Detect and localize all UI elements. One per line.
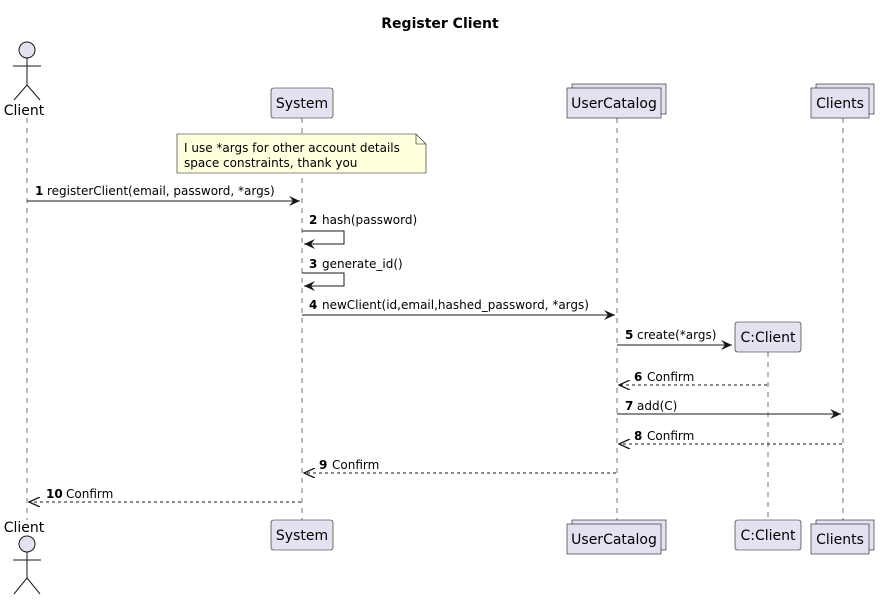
message-label: hash(password) [322,213,417,227]
participant-system-bottom-label: System [276,528,328,544]
message-5: 5 create(*args) [617,328,732,350]
participant-system-bottom: System [270,519,334,551]
message-label: Confirm [647,429,694,443]
participant-cclient-bottom: C:Client [734,519,802,551]
collection-clients-bottom: Clients [810,519,875,555]
participant-system-top-label: System [276,96,328,112]
message-number: 6 [634,370,642,384]
message-number: 1 [35,184,43,198]
collection-usercatalog-top: UserCatalog [566,83,667,119]
note-line-1: I use *args for other account details [184,141,400,155]
note-line-2: space constraints, thank you [184,156,357,170]
message-label: Confirm [66,487,113,501]
message-9: 9 Confirm [304,458,616,473]
message-2: 2 hash(password) [302,213,417,249]
message-8: 8 Confirm [619,429,842,444]
message-number: 7 [625,399,633,413]
participant-cclient-created: C:Client [734,321,802,353]
message-number: 5 [625,328,633,342]
message-label: Confirm [647,370,694,384]
message-3: 3 generate_id() [302,257,403,291]
message-number: 4 [309,298,317,312]
message-label: create(*args) [637,328,716,342]
participant-cclient-created-label: C:Client [740,330,796,346]
message-label: registerClient(email, password, *args) [47,184,275,198]
collection-clients-top: Clients [810,83,875,119]
message-label: Confirm [332,458,379,472]
note: I use *args for other account details sp… [176,133,427,174]
collection-clients-bottom-label: Clients [816,532,864,548]
actor-client-bottom: Client [4,520,45,595]
actor-icon [13,41,41,101]
message-10: 10 Confirm [29,487,301,502]
message-1: 1 registerClient(email, password, *args) [27,184,300,206]
message-number: 2 [309,213,317,227]
actor-client-bottom-label: Client [4,520,45,536]
message-label: add(C) [637,399,677,413]
message-label: newClient(id,email,hashed_password, *arg… [322,298,589,312]
collection-clients-top-label: Clients [816,96,864,112]
message-label: generate_id() [322,257,403,271]
actor-icon [13,535,41,595]
participant-system-top: System [270,87,334,119]
collection-usercatalog-top-label: UserCatalog [571,96,657,112]
message-number: 10 [46,487,63,501]
message-6: 6 Confirm [619,370,767,385]
lifelines [26,118,844,520]
message-number: 9 [319,458,327,472]
message-4: 4 newClient(id,email,hashed_password, *a… [302,298,615,320]
diagram-title: Register Client [381,16,499,32]
participant-cclient-bottom-label: C:Client [740,528,796,544]
collection-usercatalog-bottom: UserCatalog [566,519,667,555]
message-number: 3 [309,257,317,271]
actor-client-top-label: Client [4,103,45,119]
collection-usercatalog-bottom-label: UserCatalog [571,532,657,548]
message-7: 7 add(C) [617,399,841,419]
message-number: 8 [634,429,642,443]
actor-client-top: Client [4,41,45,119]
